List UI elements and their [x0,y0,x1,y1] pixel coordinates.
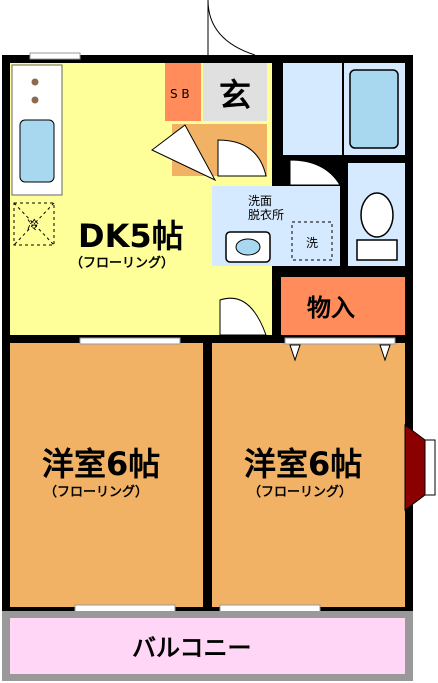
toilet-tank-icon [356,239,398,261]
western-left-label: 洋室6帖 [42,445,160,483]
stove-burner-icon [31,78,39,86]
closet-marker [289,344,301,362]
western-room-right [212,343,405,607]
genkan-area [203,63,267,121]
washer-space [291,221,333,261]
washer-label: 洗 [306,236,318,250]
western-left-flooring: （フローリング） [44,484,148,500]
shoe-box [165,63,201,121]
closet-marker [379,344,391,362]
genkan-label: 玄 [219,76,251,114]
washroom-label-line2: 脱衣所 [248,207,284,222]
bathtub-icon [349,69,399,149]
stove-burner-icon [31,96,39,104]
balcony-label: バルコニー [132,634,252,662]
western-room-left [10,343,203,607]
storage-label: 物入 [307,294,355,322]
storage-closet [281,277,405,335]
western-right-label: 洋室6帖 [244,445,362,483]
door-swing [151,124,341,336]
entrance-door [207,0,256,60]
washroom-label-line1: 洗面 [248,194,272,208]
fridge-label: 冷 [27,218,39,232]
toilet-bowl-icon [360,192,394,238]
dk-label: DK5帖 [78,217,184,255]
western-right-flooring: （フローリング） [248,484,352,500]
bay-window [404,424,426,511]
shoe-box-label: S B [170,87,190,101]
balcony [10,618,405,674]
dk-flooring: （フローリング） [70,255,174,271]
kitchen-sink-icon [19,119,55,183]
fridge-space [13,202,55,246]
